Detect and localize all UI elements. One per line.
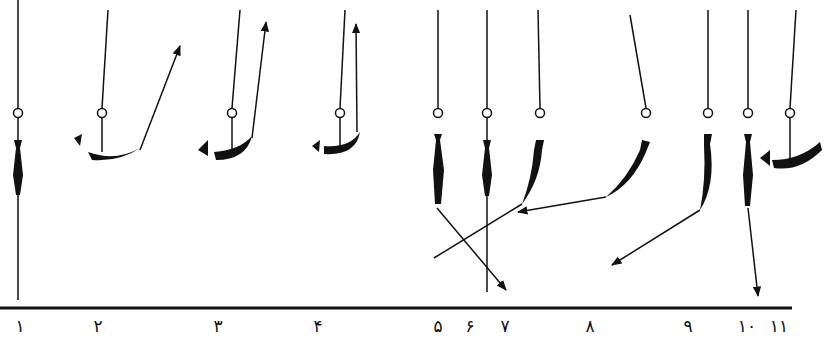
callout-number: ۲ xyxy=(93,318,102,335)
callout-number: ۵ xyxy=(433,318,442,335)
callout-number: ۸ xyxy=(585,318,594,335)
callout-number: ۱۱ xyxy=(770,318,788,335)
callout-number: ۶ xyxy=(465,318,474,335)
callout-number: ۴ xyxy=(313,318,322,335)
callout-number: ۱۰ xyxy=(738,318,756,335)
callout-number: ۷ xyxy=(500,318,509,335)
callout-number: ۹ xyxy=(683,318,692,335)
callout-number: ۳ xyxy=(213,318,222,335)
callout-number: ۱ xyxy=(15,318,24,335)
